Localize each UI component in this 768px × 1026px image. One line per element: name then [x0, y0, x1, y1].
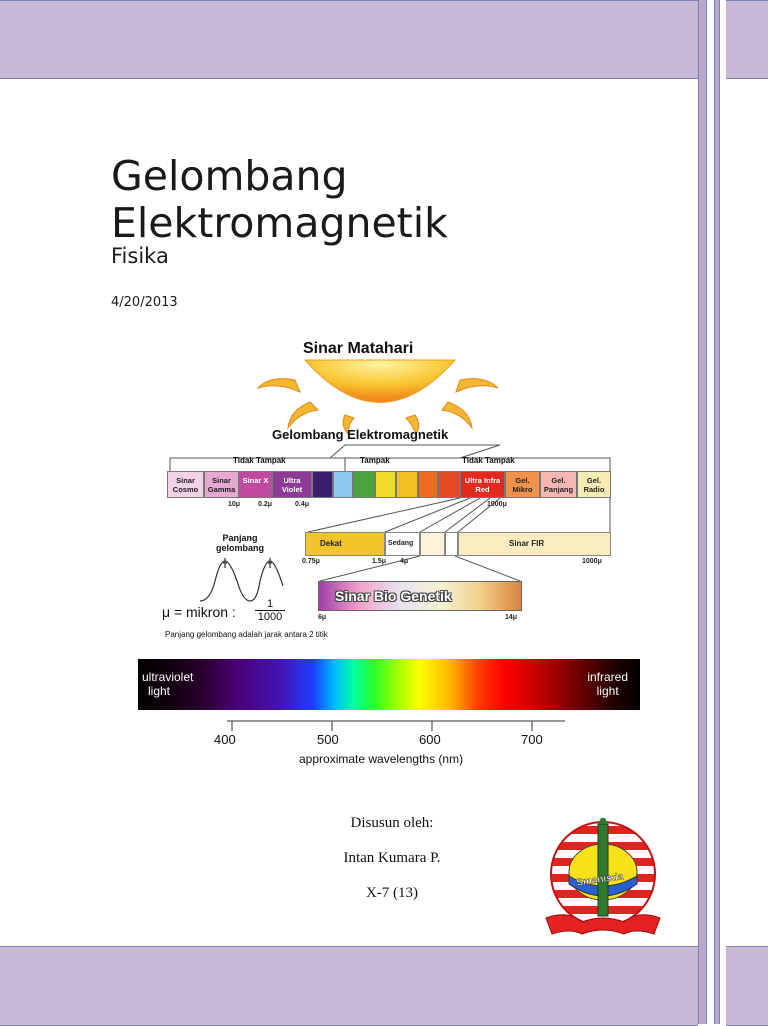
uv-label-line-2: light [148, 684, 171, 698]
bio-tick: 6μ [318, 614, 327, 621]
uv-label: ultraviolet light [142, 670, 193, 698]
group-label-center: Tampak [360, 456, 390, 465]
formula-prefix: μ = mikron : [162, 604, 236, 620]
diagram-heading: Gelombang Elektromagnetik [272, 427, 449, 442]
scale-tick: 1000μ [487, 501, 507, 508]
band-cell [396, 471, 418, 498]
sub-tick: 0.75μ [302, 558, 320, 565]
vertical-stripe-thin [714, 0, 720, 1024]
title-line-2: Elektromagnetik [111, 199, 448, 247]
dekat-box: Dekat [305, 532, 385, 556]
wavelength-note: Panjang gelombang adalah jarak antara 2 … [165, 630, 328, 639]
school-logo-icon: Smanisda [545, 818, 661, 935]
sub-segment [445, 532, 458, 556]
wave-title: Panjang gelombang [205, 533, 275, 553]
sedang-box: Sedang [385, 532, 420, 556]
band-cell: Ultra Violet [272, 471, 312, 498]
band-cell: Gel. Radio [577, 471, 611, 498]
band-cell: Sinar X [239, 471, 272, 498]
document-date: 4/20/2013 [111, 295, 178, 310]
ir-label-line-2: light [596, 684, 619, 698]
author-name: Intan Kumara P. [343, 850, 441, 866]
group-brackets [169, 444, 611, 471]
group-label-left: Tidak Tampak [233, 456, 286, 465]
bio-connector [319, 556, 521, 582]
document-title: Gelombang Elektromagnetik [111, 153, 448, 247]
band-cell: Sinar Cosmo [167, 471, 204, 498]
fir-box: Sinar FIR [458, 532, 611, 556]
header-band [0, 0, 698, 79]
ir-label-line-1: infrared [587, 670, 628, 684]
band-cell: Ultra Infra Red [460, 471, 505, 498]
axis-tick-400: 400 [214, 732, 236, 747]
scale-tick: 0.4μ [295, 501, 310, 508]
sub-tick: 4μ [400, 558, 409, 565]
prepared-by: Disusun oleh: [350, 815, 434, 831]
axis-tick-700: 700 [521, 732, 543, 747]
document-subtitle: Fisika [111, 244, 169, 268]
scale-tick: 0.2μ [258, 501, 273, 508]
sub-tick: 1000μ [582, 558, 602, 565]
band-cell: Gel. Panjang [540, 471, 577, 498]
band-cell [353, 471, 375, 498]
wave-icon [199, 558, 284, 602]
wave-title-line-1: Panjang [222, 533, 258, 543]
axis-title: approximate wavelengths (nm) [299, 752, 464, 766]
axis-tick-600: 600 [419, 732, 441, 747]
sedang-label: Sedang [388, 540, 414, 547]
footer-band-right [726, 946, 768, 1026]
band-cell: Sinar Gamma [204, 471, 239, 498]
title-line-1: Gelombang [111, 152, 348, 200]
spectrum-bar: ultraviolet light infrared light [138, 659, 640, 710]
dekat-label: Dekat [320, 539, 342, 548]
wave-title-line-2: gelombang [215, 543, 264, 553]
bio-genetik-label: Sinar Bio Genetik [335, 588, 452, 604]
axis-tick-500: 500 [317, 732, 339, 747]
scale-tick: 10μ [228, 501, 241, 508]
vertical-stripe [698, 0, 707, 1024]
author-class: X-7 (13) [365, 885, 419, 901]
group-label-right: Tidak Tampak [462, 456, 515, 465]
header-band-right [726, 0, 768, 79]
formula: μ = mikron : [162, 604, 236, 620]
zoom-connector [307, 498, 611, 533]
band-cell [438, 471, 460, 498]
sun-label: Sinar Matahari [303, 340, 414, 357]
sub-segment [420, 532, 445, 556]
formula-numerator: 1 [255, 598, 285, 611]
band-cell [375, 471, 396, 498]
formula-denominator: 1000 [257, 611, 283, 623]
band-cell [312, 471, 333, 498]
bio-genetik-bar: Sinar Bio Genetik [318, 581, 522, 611]
band-cell [333, 471, 353, 498]
footer-band [0, 946, 698, 1026]
sun-icon [256, 359, 499, 435]
ir-label: infrared light [587, 670, 628, 698]
sub-tick: 1.5μ [372, 558, 387, 565]
wavelength-axis [227, 720, 565, 731]
bio-tick: 14μ [505, 614, 518, 621]
formula-fraction: 1 1000 [255, 598, 285, 623]
band-cell [418, 471, 438, 498]
uv-label-line-1: ultraviolet [142, 670, 194, 684]
band-cell: Gel. Mikro [505, 471, 540, 498]
fir-label: Sinar FIR [509, 539, 545, 548]
